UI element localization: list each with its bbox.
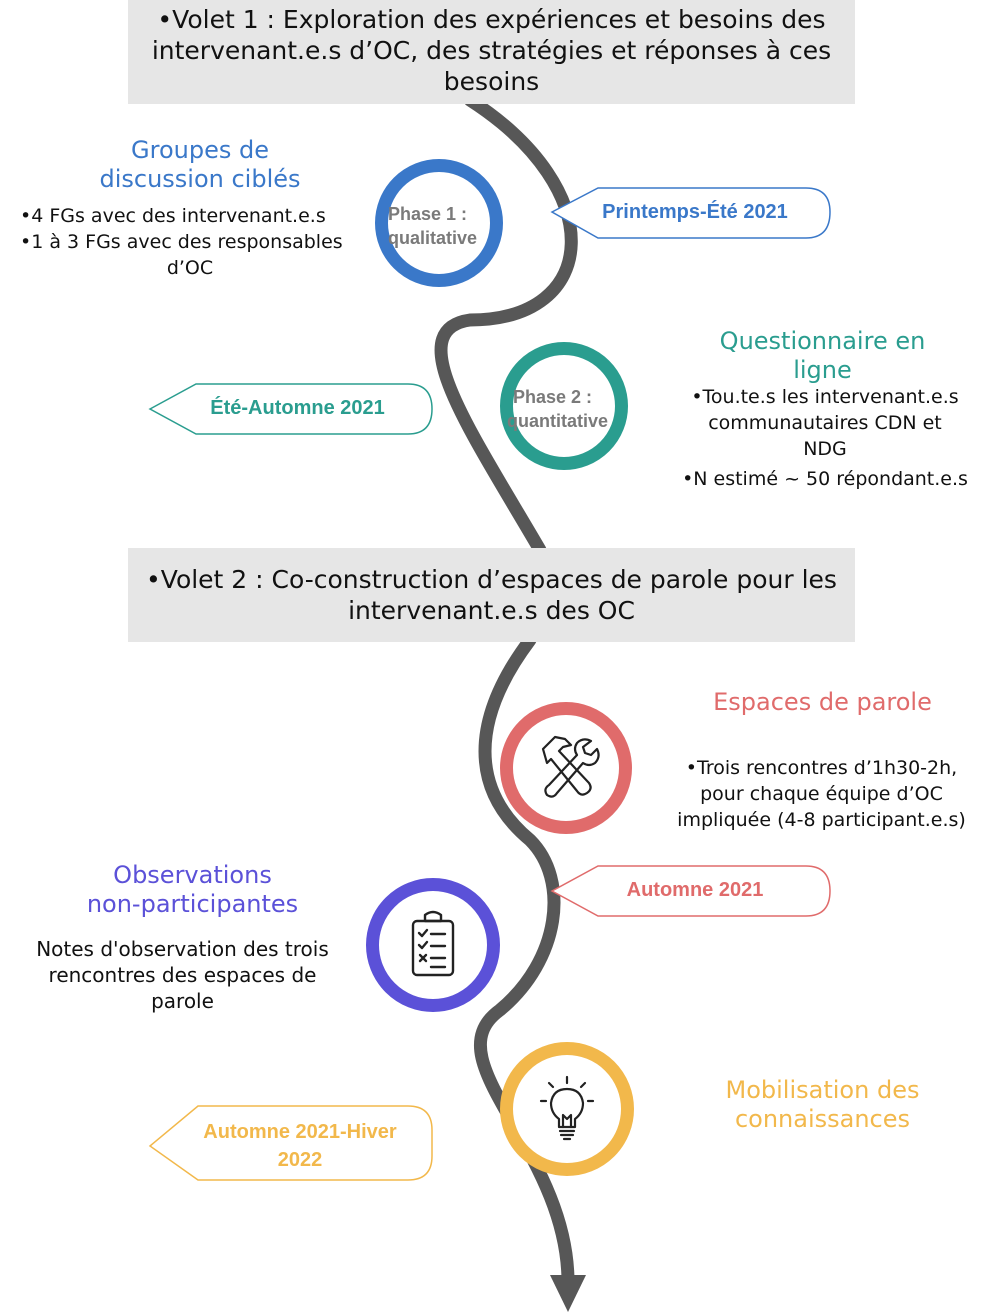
observations-text: Notes d'observation des trois rencontres… (15, 936, 350, 1014)
heading-line: non-participantes (86, 890, 299, 918)
arrow-head-icon (550, 1275, 586, 1312)
ring-line: Phase 2 : (513, 387, 593, 407)
heading-line: ligne (793, 356, 852, 384)
volet1-line: intervenant.e.s d’OC, des stratégies et … (151, 36, 832, 65)
heading-line: discussion ciblés (99, 165, 301, 193)
volet2-banner: •Volet 2 : Co-construction d’espaces de … (128, 548, 855, 642)
heading-line: Questionnaire en (719, 327, 926, 355)
ring-line: Phase 1 : (388, 204, 468, 224)
tag-line: Automne 2021-Hiver (203, 1121, 397, 1143)
volet1-line: besoins (443, 67, 540, 96)
bullet-item: impliquée (4-8 participant.e.s) (677, 809, 966, 831)
espaces-ring (500, 702, 632, 834)
tag-line: 2022 (277, 1149, 323, 1171)
observations-heading: Observations non-participantes (60, 861, 325, 919)
mobilisation-heading: Mobilisation des connaissances (700, 1076, 945, 1134)
bullet-item: •N estimé ~ 50 répondant.e.s (682, 468, 968, 490)
bullet-item: •4 FGs avec des intervenant.e.s (20, 205, 326, 227)
tag-shape-hiver (148, 1105, 433, 1181)
volet1-banner: •Volet 1 : Exploration des expériences e… (128, 0, 855, 104)
clipboard-checklist-icon (411, 910, 455, 977)
hammer-wrench-icon (541, 735, 600, 798)
bullet-item: d’OC (166, 257, 214, 279)
heading-line: Mobilisation des (725, 1076, 920, 1104)
heading-line: connaissances (734, 1105, 911, 1133)
phase1-tag: Printemps-Été 2021 (602, 201, 788, 223)
heading-line: Observations (113, 861, 272, 889)
phase1-ring: Phase 1 : qualitative (375, 159, 503, 287)
volet1-line: •Volet 1 : Exploration des expériences e… (157, 5, 826, 34)
volet2-line: •Volet 2 : Co-construction d’espaces de … (146, 565, 837, 594)
bullet-item: pour chaque équipe d’OC (700, 783, 943, 805)
phase2-heading: Questionnaire en ligne (700, 327, 945, 385)
text-line: rencontres des espaces de (48, 963, 317, 987)
phase1-bullets: •4 FGs avec des intervenant.e.s •1 à 3 F… (20, 203, 360, 281)
text-line: Notes d'observation des trois (36, 937, 329, 961)
tag-shape-ete (148, 383, 433, 435)
phase1-heading: Groupes de discussion ciblés (70, 136, 330, 194)
bullet-item: NDG (803, 438, 847, 460)
ring-line: qualitative (388, 228, 478, 248)
tag-shape-automne (550, 865, 831, 917)
espaces-bullets: •Trois rencontres d’1h30-2h, pour chaque… (658, 755, 985, 833)
observations-ring (366, 878, 500, 1012)
ring-line: quantitative (507, 411, 609, 431)
lightbulb-icon (539, 1075, 595, 1141)
bullet-item: •Trois rencontres d’1h30-2h, (685, 757, 958, 779)
mobilisation-tag: Automne 2021-Hiver 2022 (180, 1118, 420, 1174)
mobilisation-ring (500, 1042, 634, 1176)
tag-shape-printemps (550, 187, 831, 239)
heading-line: Groupes de (131, 136, 269, 164)
text-line: parole (151, 989, 214, 1013)
bullet-item: communautaires CDN et (708, 412, 942, 434)
phase2-tag: Été-Automne 2021 (210, 397, 385, 419)
phase2-bullets: •Tou.te.s les intervenant.e.s communauta… (665, 384, 985, 492)
bullet-item: •1 à 3 FGs avec des responsables (20, 231, 343, 253)
bullet-item: •Tou.te.s les intervenant.e.s (691, 386, 959, 408)
espaces-tag: Automne 2021 (626, 879, 764, 901)
phase2-ring: Phase 2 : quantitative (500, 342, 628, 470)
espaces-heading: Espaces de parole (713, 688, 932, 716)
volet2-line: intervenant.e.s des OC (348, 596, 635, 625)
